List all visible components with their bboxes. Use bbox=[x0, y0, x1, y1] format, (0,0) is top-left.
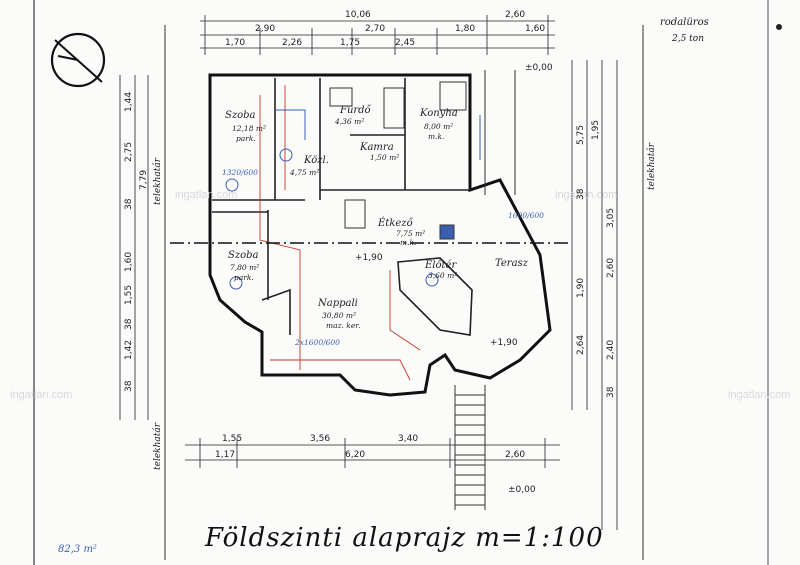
room-area-nappali: 30,80 m² bbox=[322, 311, 356, 320]
room-floor-konyha: m.k. bbox=[428, 132, 444, 141]
left-dimensions bbox=[119, 75, 149, 420]
radiator-note-2: 2x1600/600 bbox=[294, 338, 340, 347]
dim-top-row2-2: 1,80 bbox=[455, 24, 475, 34]
boundary-label-right: telekhatár bbox=[646, 142, 657, 190]
level-living: +1,90 bbox=[355, 253, 383, 263]
dim-right-4: 2,60 bbox=[606, 258, 616, 278]
dim-top-overall: 10,06 bbox=[345, 10, 371, 20]
dim-top-row3-3: 2,45 bbox=[395, 38, 415, 48]
dim-left-1: 2,75 bbox=[124, 142, 134, 162]
note-line-1: rodalüros bbox=[660, 17, 709, 28]
dim-left-7: 1,42 bbox=[124, 340, 134, 360]
dim-top-row2-0: 2,90 bbox=[255, 24, 275, 34]
radiator-note-1: 1320/600 bbox=[222, 168, 258, 177]
dim-top-row3-0: 1,70 bbox=[225, 38, 245, 48]
room-name-kozl: Közl. bbox=[303, 155, 329, 166]
dim-bottom-row1-0: 1,55 bbox=[222, 434, 242, 444]
watermark-center-right: ingatlan.com bbox=[555, 189, 617, 201]
radiator-note-3: 1600/600 bbox=[508, 211, 544, 220]
bottom-dimensions bbox=[185, 438, 560, 468]
boundary-label-left: telekhatár bbox=[152, 157, 163, 205]
room-floor-nappali: maz. ker. bbox=[326, 321, 360, 330]
dim-bottom-row2-1: 6,20 bbox=[345, 450, 365, 460]
dim-right-1: 1,95 bbox=[591, 120, 601, 140]
punch-hole bbox=[776, 24, 782, 30]
room-area-furdo: 4,36 m² bbox=[334, 117, 364, 126]
blue-annotations bbox=[225, 109, 481, 290]
room-floor-etkezo: m.k. bbox=[400, 238, 416, 247]
fixtures bbox=[329, 81, 467, 240]
dim-right-5: 1,90 bbox=[576, 278, 586, 298]
dim-left-6: 38 bbox=[124, 318, 134, 330]
heating-pipes bbox=[259, 85, 421, 381]
dim-left-4: 1,60 bbox=[124, 252, 134, 272]
room-name-szoba-2: Szoba bbox=[228, 250, 259, 261]
dim-top-right: 2,60 bbox=[505, 10, 525, 20]
drawing-title: Földszinti alaprajz m=1:100 bbox=[204, 523, 604, 553]
elevation-top: ±0,00 bbox=[525, 63, 553, 73]
dim-right-6: 2,64 bbox=[576, 335, 586, 355]
interior-walls bbox=[212, 78, 473, 336]
room-name-terasz: Terasz bbox=[495, 258, 529, 269]
room-name-nappali: Nappali bbox=[317, 298, 358, 309]
watermark-left: ingatlan.com bbox=[10, 389, 72, 401]
boundary-label-bottom-left: telekhatár bbox=[152, 422, 163, 470]
watermark-right: ingatlan.com bbox=[728, 389, 790, 401]
dim-top-row2-3: 1,60 bbox=[525, 24, 545, 34]
dim-right-3: 3,05 bbox=[606, 208, 616, 228]
dim-left-0: 1,44 bbox=[124, 92, 134, 112]
dim-left-8: 38 bbox=[124, 380, 134, 392]
room-area-etkezo: 7,75 m² bbox=[396, 229, 425, 238]
exterior-walls bbox=[208, 73, 552, 397]
room-name-szoba-1: Szoba bbox=[225, 110, 256, 121]
note-line-2: 2,5 ton bbox=[671, 34, 704, 44]
dim-top-row2-1: 2,70 bbox=[365, 24, 385, 34]
dim-right-8: 38 bbox=[606, 386, 616, 398]
room-name-etkezo: Étkező bbox=[377, 217, 414, 229]
elevation-bottom: ±0,00 bbox=[508, 485, 536, 495]
dim-top-row3-2: 1,75 bbox=[340, 38, 360, 48]
right-dimensions bbox=[571, 60, 618, 530]
area-note: 82,3 m² bbox=[58, 544, 97, 555]
dim-top-row3-1: 2,26 bbox=[282, 38, 302, 48]
watermark-center-left: ingatlan.com bbox=[175, 189, 237, 201]
room-name-konyha: Konyha bbox=[419, 108, 458, 119]
room-name-furdo: Fürdő bbox=[339, 105, 372, 116]
room-floor-szoba-1: park. bbox=[236, 134, 256, 143]
north-arrow-icon bbox=[50, 32, 106, 88]
room-name-kamra: Kamra bbox=[359, 142, 394, 153]
dim-left-2: 7,79 bbox=[139, 170, 149, 190]
room-name-eloter: Előtér bbox=[424, 260, 457, 271]
dim-bottom-row2-2: 2,60 bbox=[505, 450, 525, 460]
dim-right-0: 5,75 bbox=[576, 125, 586, 145]
room-area-szoba-2: 7,80 m² bbox=[230, 263, 259, 272]
room-area-kozl: 4,75 m² bbox=[289, 168, 319, 177]
dim-left-3: 38 bbox=[124, 198, 134, 210]
dim-bottom-row1-1: 3,56 bbox=[310, 434, 330, 444]
level-terrace: +1,90 bbox=[490, 338, 518, 348]
top-dimensions bbox=[200, 15, 555, 55]
dim-bottom-row1-2: 3,40 bbox=[398, 434, 418, 444]
room-area-konyha: 8,00 m² bbox=[424, 122, 453, 131]
dim-left-5: 1,55 bbox=[124, 285, 134, 305]
room-area-szoba-1: 12,18 m² bbox=[232, 124, 266, 133]
dim-bottom-row2-0: 1,17 bbox=[215, 450, 235, 460]
room-floor-szoba-2: park. bbox=[234, 273, 254, 282]
dim-right-2: 38 bbox=[576, 188, 586, 200]
dim-right-7: 2,40 bbox=[606, 340, 616, 360]
room-area-eloter: 3,60 m² bbox=[428, 271, 457, 280]
room-area-kamra: 1,50 m² bbox=[370, 153, 399, 162]
exterior-stairs bbox=[454, 70, 516, 510]
